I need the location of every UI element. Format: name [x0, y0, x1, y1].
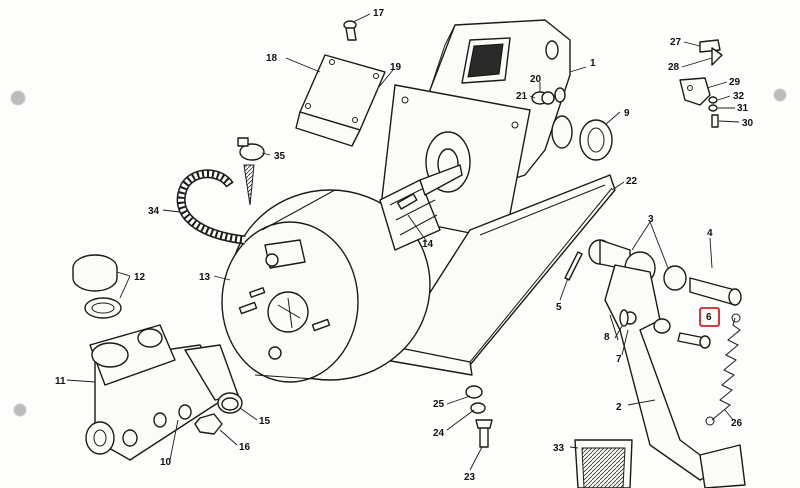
cover-plate — [295, 54, 386, 147]
cylinder-nut — [194, 413, 223, 435]
callout-6: 6 — [706, 312, 712, 323]
reservoir-cap — [72, 254, 122, 319]
callout-30: 30 — [742, 118, 754, 129]
callout-27: 27 — [670, 37, 682, 48]
callout-13: 13 — [199, 272, 211, 283]
callout-26: 26 — [731, 418, 743, 429]
master-cylinder — [85, 324, 243, 461]
callout-24: 24 — [433, 428, 445, 439]
cylinder-washer — [221, 397, 239, 411]
callout-8: 8 — [604, 332, 610, 343]
callout-9: 9 — [624, 108, 630, 119]
vacuum-hose — [176, 169, 246, 245]
callout-10: 10 — [160, 457, 172, 468]
callout-31: 31 — [737, 103, 749, 114]
callout-2: 2 — [616, 402, 622, 413]
callout-20: 20 — [530, 74, 542, 85]
brake-servo-booster — [221, 189, 431, 383]
callout-28: 28 — [668, 62, 680, 73]
pushrod-boot — [379, 164, 463, 251]
callout-23: 23 — [464, 472, 476, 483]
callout-33: 33 — [553, 443, 565, 454]
grommet — [579, 119, 613, 161]
callout-3: 3 — [648, 214, 654, 225]
mounting-bolt — [465, 385, 493, 448]
callout-labels: 1 2 3 4 5 6 7 8 9 10 11 12 13 14 15 16 1… — [55, 8, 754, 483]
return-spring — [705, 313, 741, 426]
leader-lines — [66, 13, 740, 471]
callout-19: 19 — [390, 62, 402, 73]
callout-25: 25 — [433, 399, 445, 410]
callout-5: 5 — [556, 302, 562, 313]
callout-11: 11 — [55, 376, 66, 387]
callout-4: 4 — [707, 228, 713, 239]
callout-18: 18 — [266, 53, 278, 64]
callout-15: 15 — [259, 416, 271, 427]
callout-29: 29 — [729, 77, 741, 88]
clevis-pin — [564, 251, 583, 281]
callout-7: 7 — [616, 354, 622, 365]
callout-34: 34 — [148, 206, 160, 217]
callout-21: 21 — [516, 91, 528, 102]
hose-clip — [237, 137, 265, 206]
pedal-pin — [677, 332, 711, 349]
pedal-pad — [574, 439, 633, 488]
callout-1: 1 — [590, 58, 596, 69]
callout-35: 35 — [274, 151, 286, 162]
highlight-box — [699, 307, 720, 327]
stop-light-switch — [679, 39, 723, 128]
nut-washer — [531, 91, 555, 105]
callout-12: 12 — [134, 272, 146, 283]
scan-specks — [10, 88, 787, 417]
callout-22: 22 — [626, 176, 638, 187]
callout-32: 32 — [733, 91, 745, 102]
callout-17: 17 — [373, 8, 385, 19]
callout-14: 14 — [422, 239, 434, 250]
callout-16: 16 — [239, 442, 251, 453]
small-clip — [343, 20, 357, 41]
